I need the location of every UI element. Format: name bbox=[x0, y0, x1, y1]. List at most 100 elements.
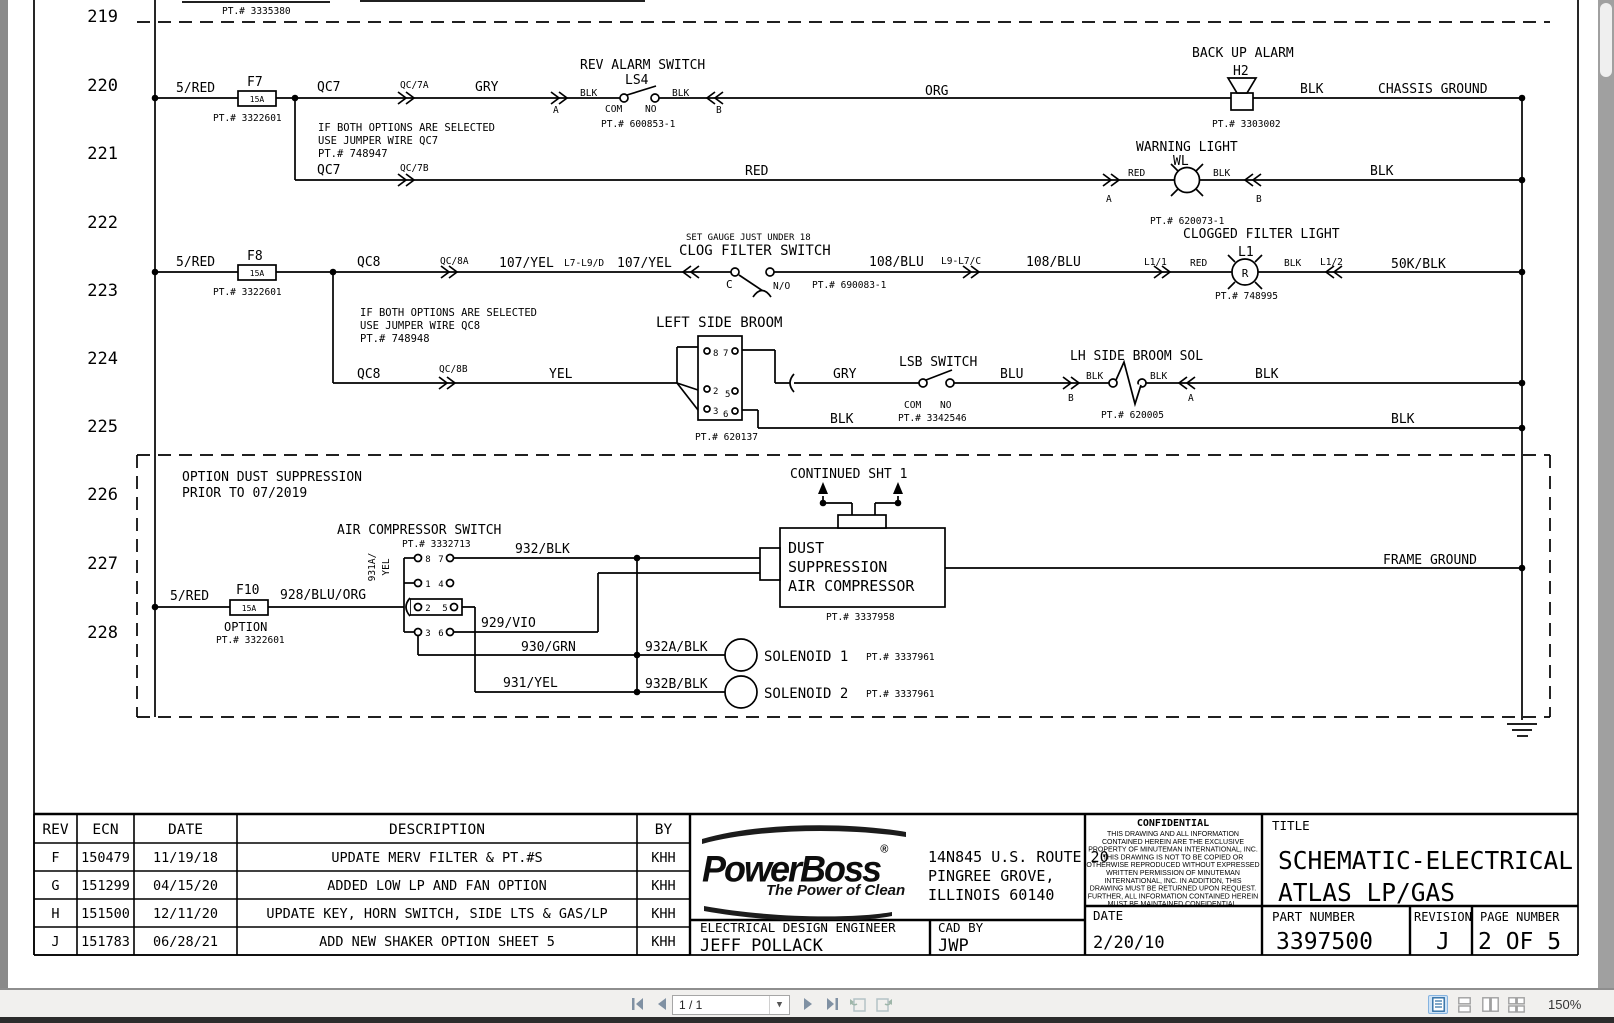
junction-dot bbox=[291, 94, 299, 102]
schematic-label: 227 bbox=[87, 554, 118, 574]
component-terminal bbox=[619, 93, 629, 103]
scrollbar-track[interactable] bbox=[1598, 0, 1614, 988]
confidential-line: INTERNATIONAL, INC. IN ADDITION, THIS bbox=[1104, 878, 1241, 885]
last-page-button[interactable] bbox=[822, 994, 842, 1014]
schematic-label: CLOGGED FILTER LIGHT bbox=[1183, 227, 1340, 242]
component-terminal bbox=[445, 578, 455, 588]
junction-dot bbox=[151, 268, 159, 276]
page-number-input[interactable] bbox=[673, 997, 769, 1013]
schematic-label: BLK bbox=[1213, 168, 1230, 179]
schematic-label: PT.# 3337961 bbox=[866, 652, 935, 663]
title-block-cad: JWP bbox=[938, 936, 969, 956]
wire bbox=[1254, 281, 1263, 290]
next-view-button[interactable] bbox=[874, 994, 894, 1014]
schematic-label: 50K/BLK bbox=[1391, 257, 1446, 272]
schematic-label: BLK bbox=[830, 412, 854, 427]
schematic-label: IF BOTH OPTIONS ARE SELECTED bbox=[318, 122, 495, 134]
schematic-label: 223 bbox=[87, 281, 118, 301]
schematic-label: BLK bbox=[1391, 412, 1415, 427]
schematic-label: 5 bbox=[725, 390, 730, 400]
schematic-label: PT.# 3337958 bbox=[826, 612, 895, 623]
schematic-label: BLK bbox=[1255, 367, 1279, 382]
title-block-part-number: 3397500 bbox=[1276, 929, 1373, 955]
schematic-label: BLK bbox=[580, 88, 597, 99]
schematic-label: A bbox=[1106, 194, 1112, 205]
schematic-label: 15A bbox=[242, 604, 257, 613]
schematic-label: BLK bbox=[1300, 82, 1324, 97]
connector-chevron bbox=[705, 91, 724, 105]
schematic-label: B bbox=[716, 105, 722, 116]
schematic-label: PT.# 620137 bbox=[695, 432, 758, 443]
schematic-label: WL bbox=[1173, 154, 1189, 169]
page-dropdown-caret-icon[interactable]: ▼ bbox=[769, 996, 789, 1014]
table-cell: ADD NEW SHAKER OPTION SHEET 5 bbox=[319, 934, 555, 950]
schematic-label: PRIOR TO 07/2019 bbox=[182, 486, 307, 501]
junction-dot bbox=[151, 94, 159, 102]
schematic-label: BLK bbox=[1150, 371, 1167, 382]
connector-chevron bbox=[1102, 173, 1121, 187]
schematic-label: 5/RED bbox=[176, 81, 215, 96]
title-block-date: 2/20/10 bbox=[1093, 933, 1165, 953]
two-page-view-button[interactable] bbox=[1480, 995, 1500, 1014]
page-number-box[interactable]: ▼ bbox=[672, 995, 790, 1015]
scrollbar-thumb[interactable] bbox=[1600, 3, 1612, 77]
schematic-label: L7-L9/D bbox=[564, 258, 604, 269]
title-block-engineer-label: ELECTRICAL DESIGN ENGINEER bbox=[700, 920, 896, 935]
junction-dot bbox=[633, 688, 641, 696]
schematic-label: SOLENOID 2 bbox=[764, 686, 848, 702]
component-terminal bbox=[765, 267, 775, 277]
logo-top-swoosh bbox=[702, 825, 906, 844]
title-block-page-label: PAGE NUMBER bbox=[1480, 910, 1560, 924]
schematic-label: COM bbox=[605, 104, 622, 115]
logo-tagline: The Power of Clean bbox=[766, 882, 906, 899]
junction-dot bbox=[1518, 176, 1526, 184]
component-symbol bbox=[752, 289, 772, 298]
component-terminal bbox=[413, 627, 423, 637]
schematic-label: 929/VIO bbox=[481, 616, 536, 631]
previous-view-button[interactable] bbox=[848, 994, 868, 1014]
schematic-label: 2 bbox=[425, 604, 430, 614]
schematic-label: 107/YEL bbox=[617, 256, 672, 271]
schematic-label: YEL bbox=[381, 558, 392, 575]
schematic-label: LEFT SIDE BROOM bbox=[656, 315, 782, 331]
title-block-title-line1: SCHEMATIC-ELECTRICAL bbox=[1278, 846, 1573, 875]
title-block-engineer: JEFF POLLACK bbox=[700, 936, 824, 956]
schematic-label: COM bbox=[904, 400, 921, 411]
previous-page-button[interactable] bbox=[652, 994, 672, 1014]
schematic-label: QC7 bbox=[317, 80, 340, 95]
schematic-label: BLU bbox=[1000, 367, 1023, 382]
scrolling-page-view-button[interactable] bbox=[1454, 995, 1474, 1014]
registered-mark: ® bbox=[880, 843, 889, 856]
component-box bbox=[1230, 92, 1254, 111]
schematic-label: 219 bbox=[87, 7, 118, 27]
connector-chevron bbox=[397, 91, 416, 105]
confidential-heading: CONFIDENTIAL bbox=[1137, 818, 1209, 829]
single-page-view-button[interactable] bbox=[1428, 995, 1448, 1014]
connector-chevron bbox=[440, 265, 459, 279]
component-terminal bbox=[945, 378, 955, 388]
two-page-scrolling-view-button[interactable] bbox=[1506, 995, 1526, 1014]
two-page-scrolling-view-icon bbox=[1507, 996, 1525, 1013]
schematic-label: R bbox=[1242, 267, 1249, 280]
schematic-label: RED bbox=[1190, 258, 1207, 269]
table-cell: KHH bbox=[651, 878, 675, 894]
title-block-title-line2: ATLAS LP/GAS bbox=[1278, 878, 1455, 907]
component-terminal bbox=[724, 638, 758, 672]
table-cell: 151299 bbox=[81, 878, 130, 894]
schematic-label: DUST bbox=[788, 539, 824, 557]
title-block-date-label: DATE bbox=[1093, 908, 1123, 923]
component-box bbox=[837, 514, 887, 529]
schematic-label: F7 bbox=[247, 75, 263, 90]
title-block-title-label: TITLE bbox=[1272, 818, 1310, 833]
component-terminal bbox=[1173, 166, 1201, 194]
first-page-button[interactable] bbox=[628, 994, 648, 1014]
table-cell: ADDED LOW LP AND FAN OPTION bbox=[327, 878, 546, 894]
schematic-label: 928/BLU/ORG bbox=[280, 588, 366, 603]
junction-dot bbox=[633, 554, 641, 562]
schematic-label: F8 bbox=[247, 249, 263, 264]
next-page-button[interactable] bbox=[798, 994, 818, 1014]
schematic-label: REV ALARM SWITCH bbox=[580, 58, 705, 73]
schematic-label: 108/BLU bbox=[1026, 255, 1081, 270]
table-cell: UPDATE MERV FILTER & PT.#S bbox=[331, 850, 542, 866]
component-terminal bbox=[413, 553, 423, 563]
